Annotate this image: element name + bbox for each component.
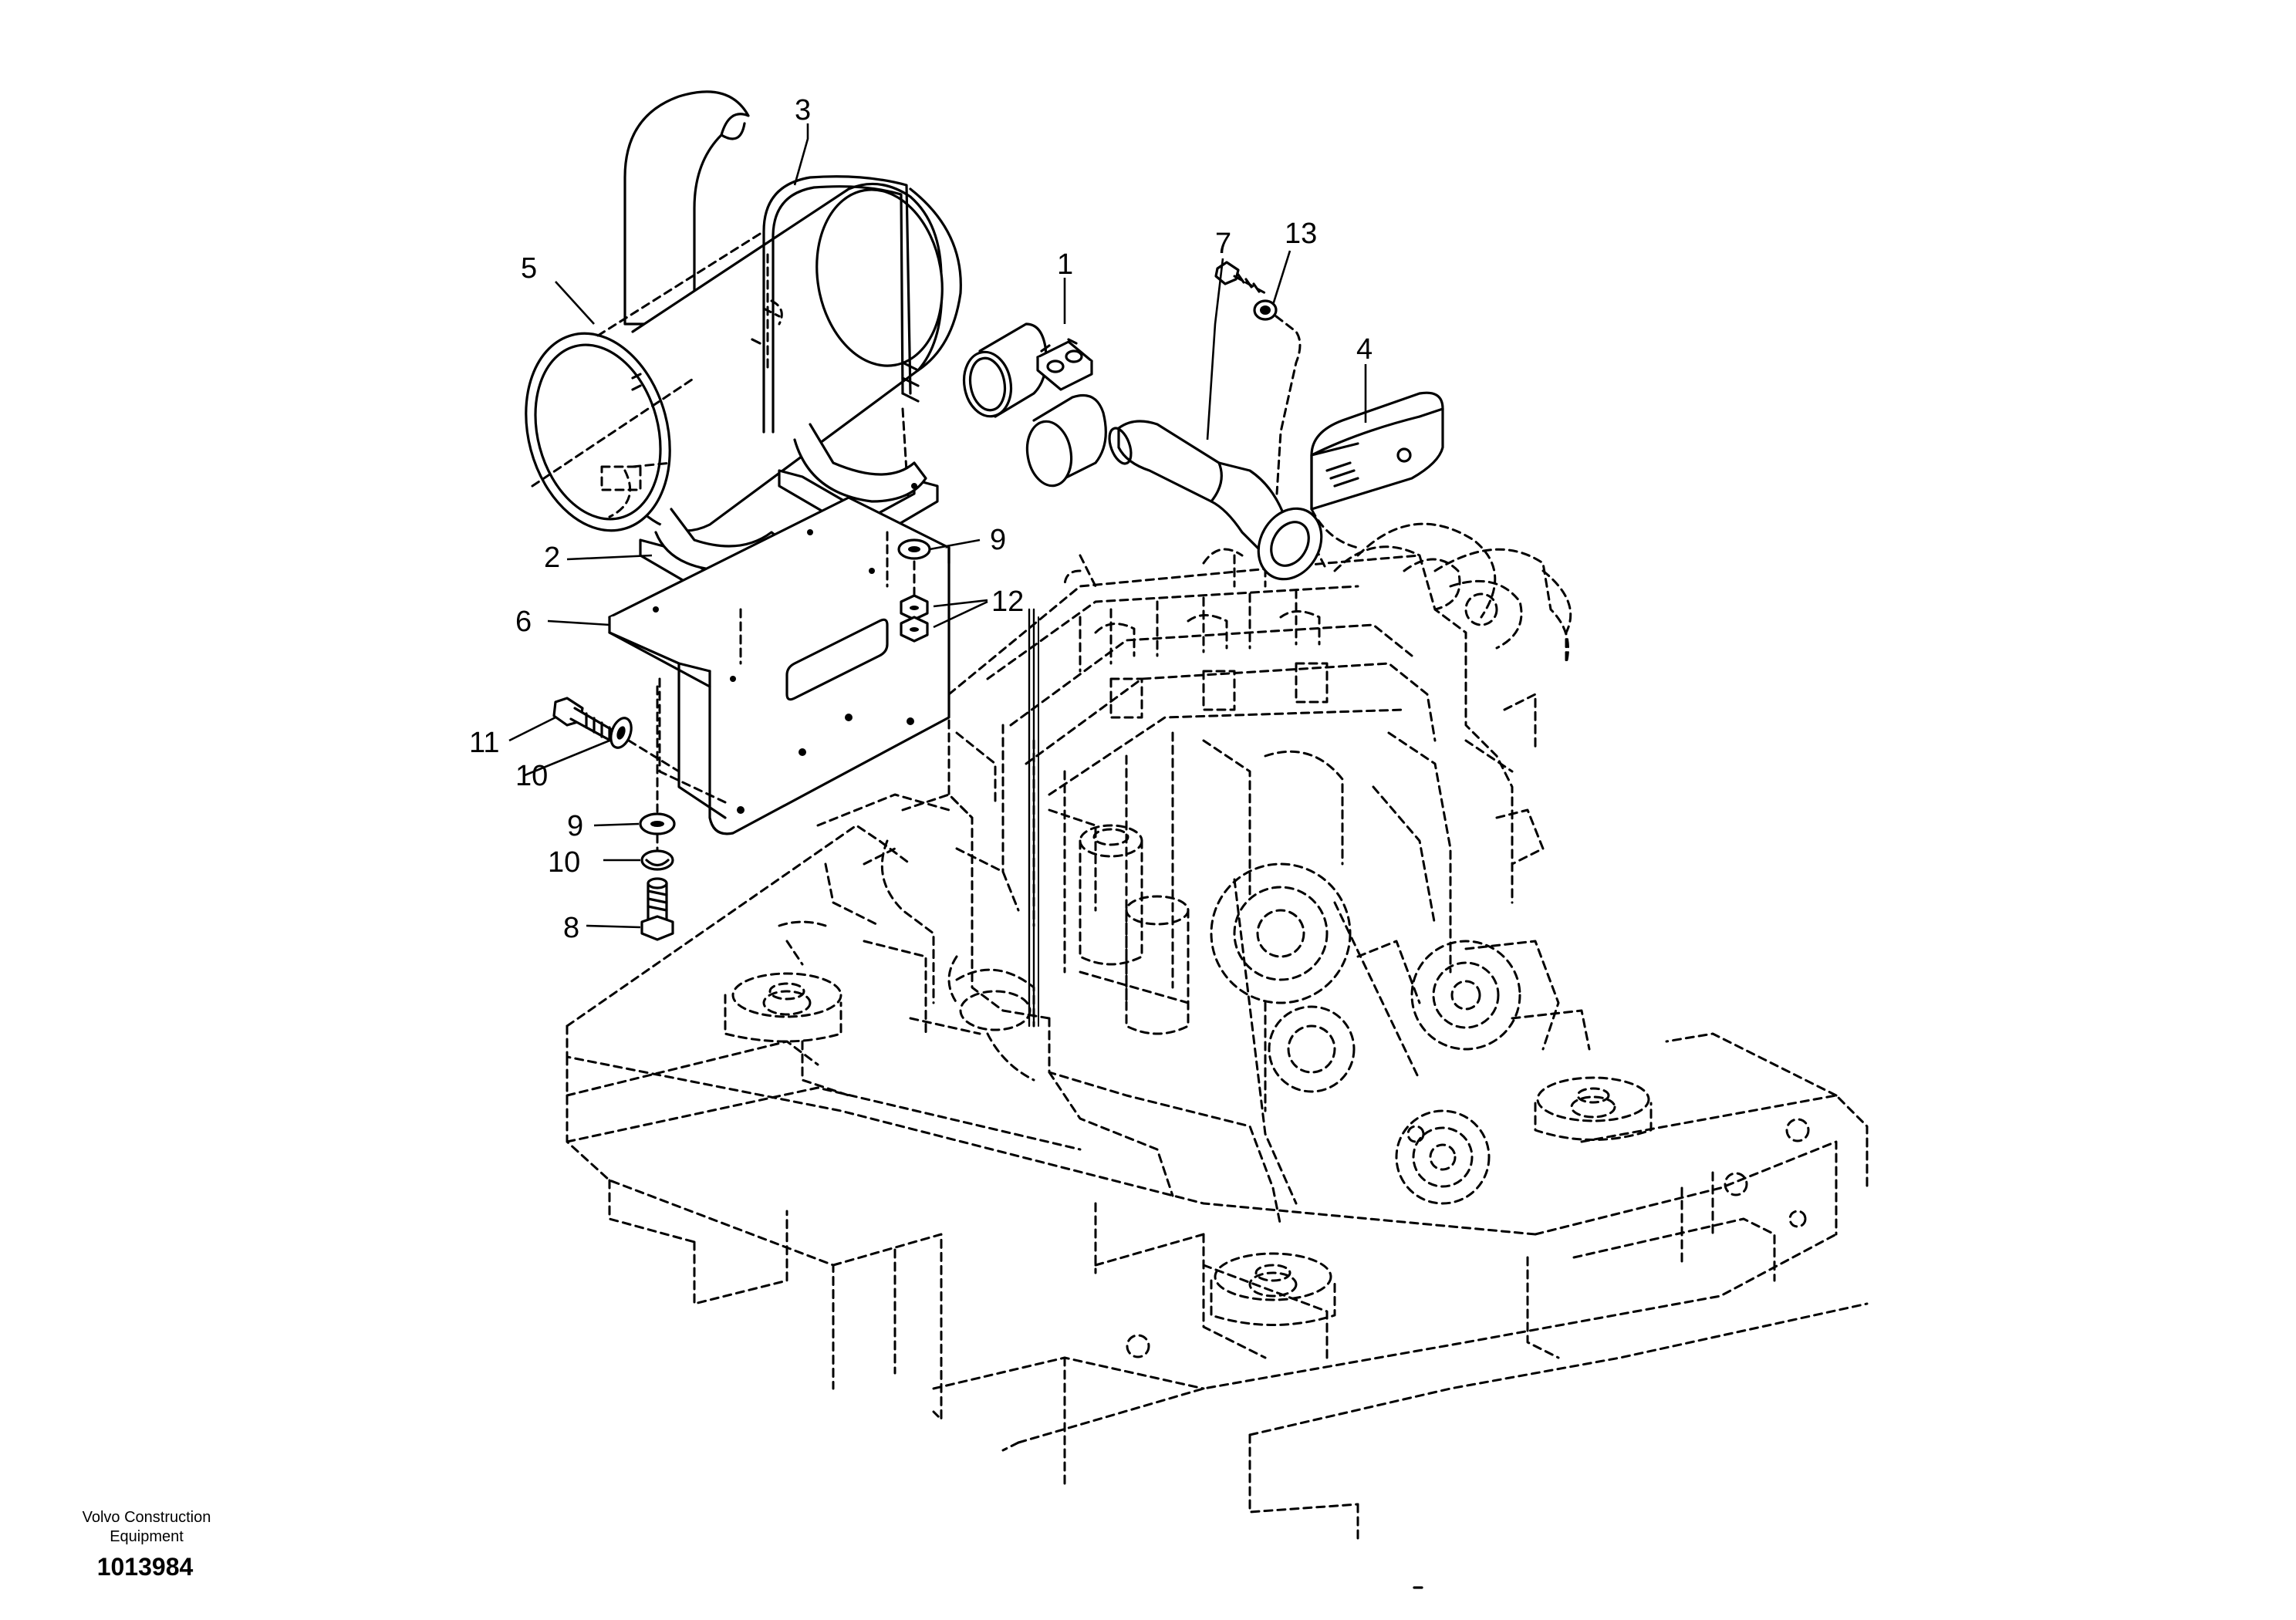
- exhaust-clamp-and-sleeves: [962, 322, 1107, 488]
- callout-12: 12: [991, 586, 1024, 618]
- callout-13: 13: [1285, 218, 1317, 250]
- callout-10-lower: 10: [548, 846, 580, 879]
- callout-4: 4: [1356, 333, 1373, 366]
- muffler: [525, 182, 962, 532]
- callout-8: 8: [563, 912, 579, 944]
- callout-7: 7: [1215, 228, 1231, 260]
- machine-frame-outline: [566, 824, 1869, 1544]
- callout-3: 3: [795, 94, 811, 127]
- heat-shield-cover: [1310, 391, 1444, 549]
- callout-2: 2: [544, 542, 560, 574]
- bolt-and-washer-13: [1214, 261, 1302, 495]
- company-name-line2: Equipment: [110, 1528, 184, 1545]
- callout-10-upper: 10: [515, 760, 548, 792]
- company-name-line1: Volvo Construction: [82, 1509, 211, 1526]
- engine-block-outline: [801, 522, 1591, 1228]
- muffler-mounting-bracket: [608, 496, 950, 835]
- company-name: Volvo Construction Equipment: [46, 1508, 247, 1547]
- callout-9-upper: 9: [990, 524, 1006, 556]
- engine-mounts: [724, 920, 1653, 1326]
- callout-leaders: [508, 123, 1367, 929]
- fastener-hardware: [552, 538, 931, 941]
- callout-labels: 1 2 3 4 5 6 7 8 9 9 10 10 11 12 13: [469, 94, 1373, 944]
- callout-1: 1: [1057, 248, 1073, 281]
- callout-11: 11: [469, 727, 499, 759]
- document-number: 1013984: [96, 1553, 194, 1581]
- u-bolt-clamps: [631, 175, 920, 511]
- callout-5: 5: [521, 252, 537, 285]
- exhaust-pipe: [1108, 420, 1323, 581]
- callout-9-lower: 9: [567, 810, 583, 842]
- callout-6: 6: [515, 606, 532, 638]
- dipstick-tube: [1028, 608, 1039, 1028]
- muffler-tail-pipe: [623, 90, 750, 326]
